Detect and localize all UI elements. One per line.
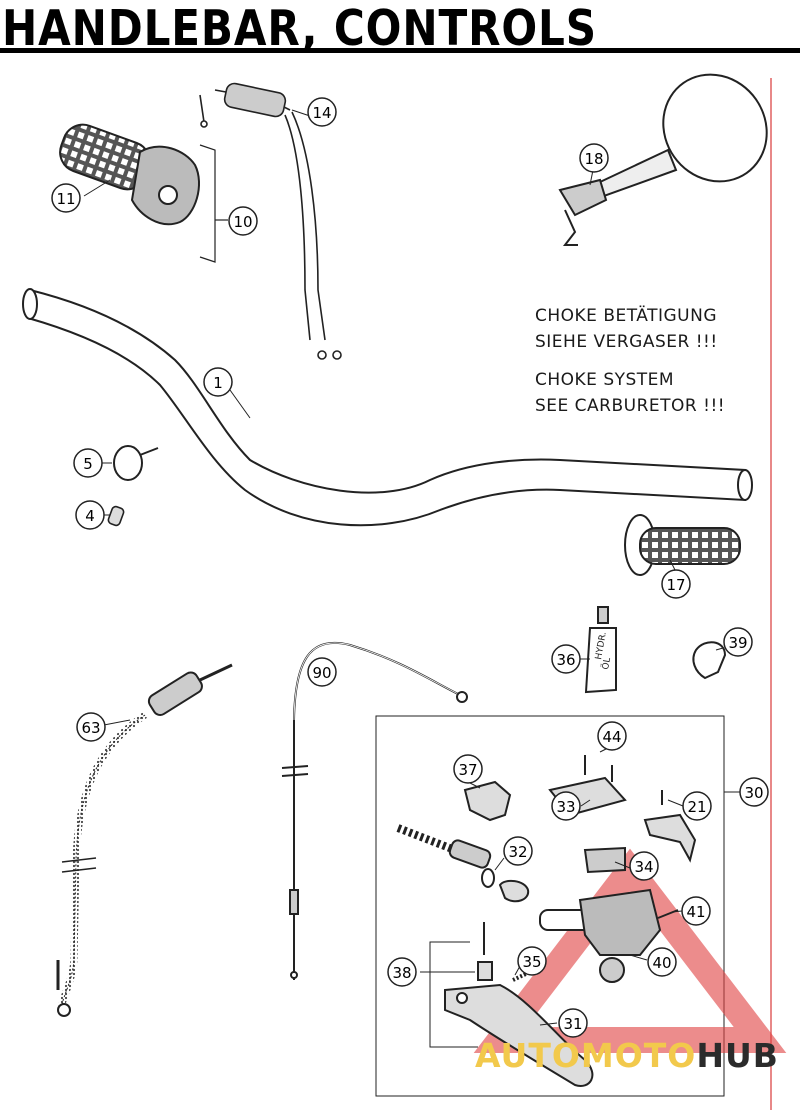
callout-label-30: 30 <box>744 784 763 802</box>
callout-40: 40 <box>647 947 677 977</box>
callout-4: 4 <box>75 500 105 530</box>
mirror <box>558 73 768 246</box>
watermark-part3: HUB <box>696 1036 779 1075</box>
callout-17: 17 <box>661 569 691 599</box>
throttle-cable <box>199 82 342 360</box>
callout-label-18: 18 <box>584 150 603 168</box>
callout-label-44: 44 <box>602 728 621 746</box>
callout-36: 36 <box>551 644 581 674</box>
callout-label-33: 33 <box>556 798 575 816</box>
watermark-part2: MOTO <box>580 1036 697 1075</box>
callout-39: 39 <box>723 627 753 657</box>
right-grip <box>624 514 741 576</box>
clutch-cable <box>281 641 468 980</box>
callout-44: 44 <box>597 721 627 751</box>
callout-label-21: 21 <box>687 798 706 816</box>
callout-14: 14 <box>307 97 337 127</box>
bottle-label-line1: HYDR. <box>594 631 609 660</box>
choke-note-de-line1: CHOKE BETÄTIGUNG <box>535 306 718 326</box>
callout-label-17: 17 <box>666 576 685 594</box>
watermark-part1: AUTO <box>475 1036 581 1075</box>
callout-label-35: 35 <box>522 953 541 971</box>
callout-label-5: 5 <box>83 455 93 473</box>
clamp <box>692 641 727 680</box>
callout-label-40: 40 <box>652 954 671 972</box>
callout-34: 34 <box>629 851 659 881</box>
callout-5: 5 <box>73 448 103 478</box>
callout-10: 10 <box>228 206 258 236</box>
page-title: HANDLEBAR, CONTROLS <box>2 0 597 57</box>
choke-note-en-line1: CHOKE SYSTEM <box>535 370 675 390</box>
callout-1: 1 <box>203 367 233 397</box>
callout-label-39: 39 <box>728 634 747 652</box>
callout-90: 90 <box>307 657 337 687</box>
callout-label-63: 63 <box>81 719 100 737</box>
plug <box>107 505 125 527</box>
callout-label-11: 11 <box>56 190 75 208</box>
callout-30: 30 <box>739 777 769 807</box>
left-grip <box>59 123 200 226</box>
callout-label-34: 34 <box>634 858 653 876</box>
callout-32: 32 <box>503 836 533 866</box>
callout-label-38: 38 <box>392 964 411 982</box>
choke-note-de-line2: SIEHE VERGASER !!! <box>535 332 718 352</box>
callout-63: 63 <box>76 712 106 742</box>
callout-11: 11 <box>51 183 81 213</box>
callout-label-4: 4 <box>85 507 95 525</box>
callout-label-36: 36 <box>556 651 575 669</box>
callout-label-90: 90 <box>312 664 331 682</box>
callout-35: 35 <box>517 946 547 976</box>
choke-note-en-line2: SEE CARBURETOR !!! <box>535 396 726 416</box>
watermark-triangle <box>473 848 787 1053</box>
callout-38: 38 <box>387 957 417 987</box>
hydraulic-oil-bottle <box>584 606 617 694</box>
watermark-text: AUTOMOTOHUB <box>475 1036 779 1075</box>
callout-label-10: 10 <box>233 213 252 231</box>
callout-37: 37 <box>453 754 483 784</box>
callout-31: 31 <box>558 1008 588 1038</box>
master-cylinder-group-frame <box>375 715 725 1097</box>
title-underline <box>0 48 800 53</box>
callout-label-41: 41 <box>686 903 705 921</box>
callout-18: 18 <box>579 143 609 173</box>
callout-label-14: 14 <box>312 104 331 122</box>
callout-label-1: 1 <box>213 374 223 392</box>
handlebar <box>22 288 753 527</box>
hot-start-cable <box>56 663 233 1017</box>
bottle-label-line2: ÖL <box>600 657 613 671</box>
callout-label-37: 37 <box>458 761 477 779</box>
callout-label-32: 32 <box>508 843 527 861</box>
callout-21: 21 <box>682 791 712 821</box>
callout-41: 41 <box>681 896 711 926</box>
callout-33: 33 <box>551 791 581 821</box>
callout-label-31: 31 <box>563 1015 582 1033</box>
cable-tie <box>113 445 159 481</box>
part-callouts: 1 4 5 10 11 14 17 18 21 30 31 32 33 34 3… <box>51 97 769 1038</box>
